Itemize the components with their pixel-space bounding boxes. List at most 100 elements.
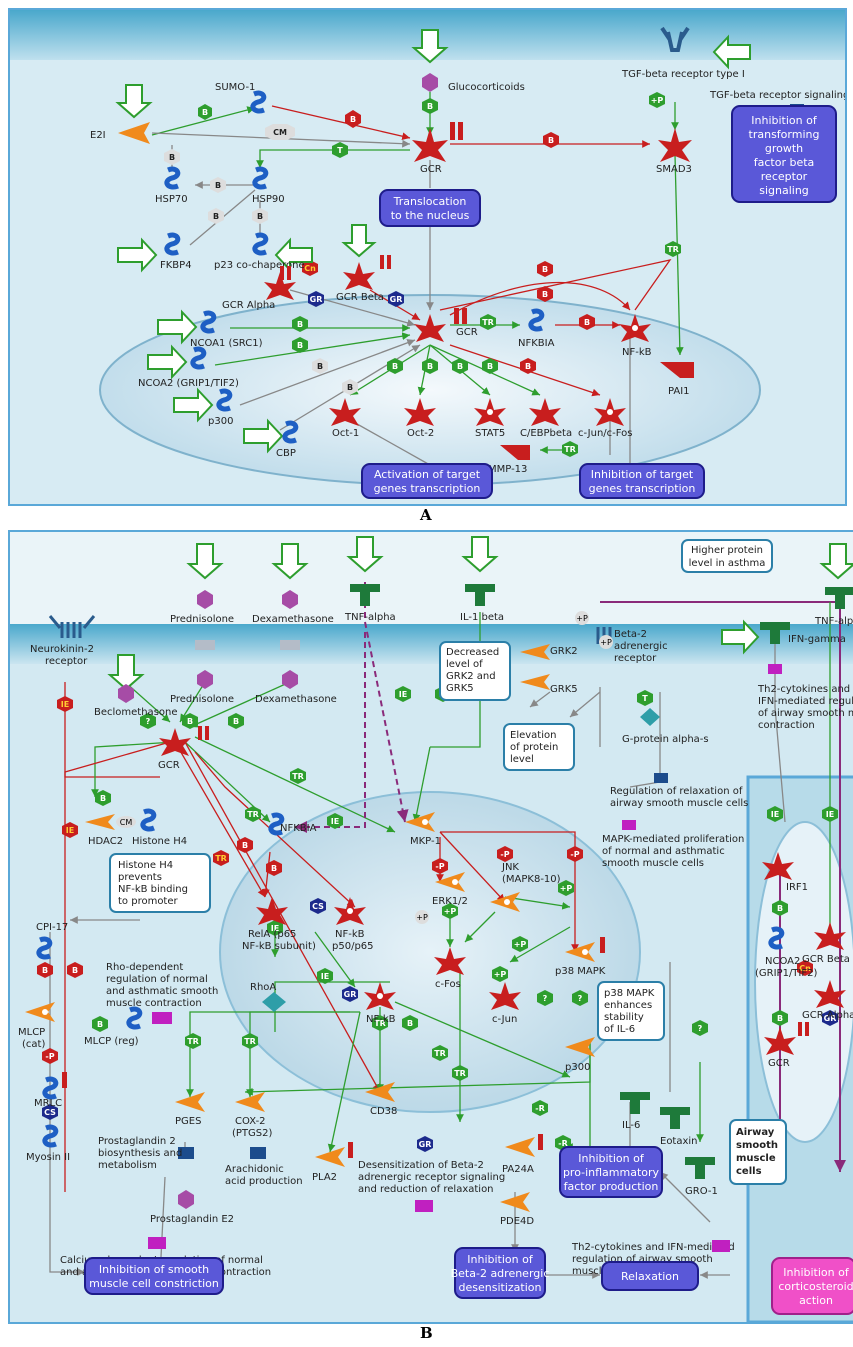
svg-text:STAT5: STAT5 <box>475 428 505 439</box>
svg-text:IL-1 beta: IL-1 beta <box>460 612 504 623</box>
tag-b-7: B <box>208 208 224 224</box>
mlcp-reg-node: MLCP (reg) <box>84 1006 143 1047</box>
th2-bottom-icon <box>712 1240 730 1252</box>
mlcp-cat-node: MLCP(cat) <box>18 1002 55 1050</box>
tag-b-3: B <box>422 98 438 114</box>
svg-text:TR: TR <box>454 1069 466 1078</box>
il6-node: IL-6 <box>620 1092 650 1131</box>
tag-b-p8: -P <box>42 1048 58 1064</box>
tag-b-ie6: IE <box>267 920 283 936</box>
svg-text:CM: CM <box>120 818 133 827</box>
input-arrow-ncoa2 <box>147 344 188 380</box>
tag-b-6: B <box>210 177 226 193</box>
svg-text:TR: TR <box>215 854 227 863</box>
gro1-node: GRO-1 <box>685 1157 718 1197</box>
svg-text:?: ? <box>578 994 583 1003</box>
gcr-beta-node: GCR Beta <box>336 255 391 303</box>
tag-b-gr2: GR <box>417 1136 433 1152</box>
svg-text:+P: +P <box>560 884 573 893</box>
stat5-node: STAT5 <box>474 398 506 439</box>
nfkb-node: NF-kB <box>619 314 652 358</box>
tag-b-ie-5: IE <box>62 822 78 838</box>
svg-text:B: B <box>213 212 219 221</box>
svg-text:PAI1: PAI1 <box>668 386 690 397</box>
svg-text:MLCP: MLCP <box>18 1027 45 1038</box>
svg-text:IL-6: IL-6 <box>622 1120 640 1131</box>
p23-node: p23 co-chaperone <box>214 232 305 271</box>
sumo1-node: SUMO-1 <box>215 82 267 114</box>
pa24a-node: PA24A <box>502 1134 543 1175</box>
gcr-alpha-node: GCR Alpha <box>222 266 296 311</box>
caption-b: B <box>420 1324 433 1342</box>
tag-b-10: B <box>537 286 553 302</box>
svg-text:-P: -P <box>435 862 444 871</box>
g-protein-node: G-protein alpha-s <box>622 708 709 745</box>
tag-b-b7: B <box>67 962 83 978</box>
svg-text:GR: GR <box>824 1014 837 1023</box>
svg-text:COX-2: COX-2 <box>235 1116 266 1127</box>
svg-text:CS: CS <box>312 902 324 911</box>
gcr-node: GCR <box>412 122 463 175</box>
svg-text:+P: +P <box>514 940 527 949</box>
hdac2-node: HDAC2 <box>85 814 123 847</box>
svg-text:B: B <box>169 153 175 162</box>
svg-text:IE: IE <box>321 972 329 981</box>
oct1-node: Oct-1 <box>329 398 361 439</box>
svg-text:Dexamethasone: Dexamethasone <box>255 694 337 705</box>
tag-b-b8: B <box>92 1016 108 1032</box>
ifn-gamma-node: IFN-gamma <box>760 622 846 645</box>
svg-text:B: B <box>347 383 353 392</box>
input-arrow-tgf <box>712 34 751 70</box>
panel-b: IE ? B B IE IE TR TR IE B IE B TR B -P -… <box>8 530 853 1324</box>
svg-text:NCOA1 (SRC1): NCOA1 (SRC1) <box>190 338 263 349</box>
svg-text:Neurokinin-2: Neurokinin-2 <box>30 644 94 655</box>
svg-text:SMAD3: SMAD3 <box>656 164 692 175</box>
gcr-b-node: GCR <box>158 726 209 771</box>
pg2-bio-icon <box>178 1147 194 1159</box>
svg-text:B: B <box>242 841 248 850</box>
svg-text:T: T <box>337 146 343 155</box>
svg-text:NCOA2 (GRIP1/TIF2): NCOA2 (GRIP1/TIF2) <box>138 378 239 389</box>
svg-text:IE: IE <box>66 826 74 835</box>
tag-b-q4: ? <box>692 1020 708 1036</box>
svg-text:B: B <box>202 108 208 117</box>
nfkbia-b-node: NFKBIA <box>268 812 317 836</box>
svg-text:HSP70: HSP70 <box>155 194 188 205</box>
ncoa2-node: NCOA2 (GRIP1/TIF2) <box>138 346 239 389</box>
svg-text:B: B <box>407 1019 413 1028</box>
tag-b-cs1: CS <box>310 898 326 914</box>
beclomethasone-node: Beclomethasone <box>94 684 178 718</box>
glucocorticoids-node: Glucocorticoids <box>422 73 525 93</box>
tag-t: T <box>332 142 348 158</box>
tag-b-p7: +P <box>492 966 508 982</box>
svg-text:+P: +P <box>651 96 664 105</box>
svg-text:B: B <box>42 966 48 975</box>
desens-icon <box>415 1200 433 1212</box>
svg-text:B: B <box>297 341 303 350</box>
cebp-node: C/EBPbeta <box>520 398 572 439</box>
svg-text:CM: CM <box>273 128 287 137</box>
input-arrow-fkbp4 <box>117 237 158 273</box>
tag-b-ie-1: IE <box>57 696 73 712</box>
svg-text:PA24A: PA24A <box>502 1164 534 1175</box>
input-arrow-e2i <box>115 84 153 119</box>
arach-icon <box>250 1147 266 1159</box>
svg-text:B: B <box>427 102 433 111</box>
svg-text:+P: +P <box>600 638 612 647</box>
tag-b-r1: -R <box>532 1100 548 1116</box>
cfos-node: c-Fos <box>434 947 466 990</box>
svg-text:GR: GR <box>419 1140 432 1149</box>
svg-text:IFN-gamma: IFN-gamma <box>788 634 846 645</box>
tag-b-p2: -P <box>497 846 513 862</box>
tag-tr-3: TR <box>562 441 578 457</box>
tag-b-19: B <box>482 358 498 374</box>
